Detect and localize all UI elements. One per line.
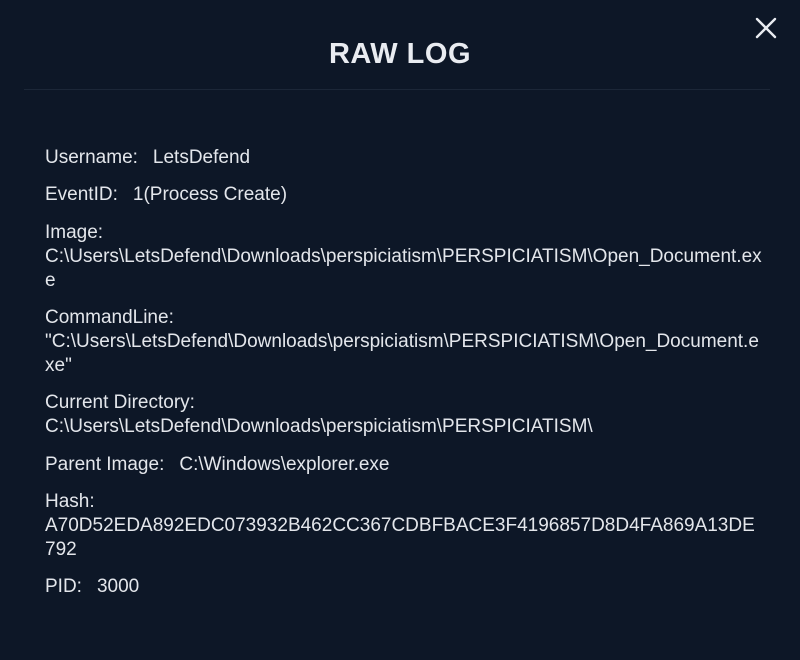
image-value: C:\Users\LetsDefend\Downloads\perspiciat… xyxy=(45,246,762,291)
pid-label: PID: xyxy=(45,576,82,597)
username-label: Username: xyxy=(45,147,138,168)
command-line-value: "C:\Users\LetsDefend\Downloads\perspicia… xyxy=(45,331,759,376)
log-row-pid: PID: 3000 xyxy=(45,575,765,599)
command-line-label: CommandLine: xyxy=(45,307,174,328)
username-value: LetsDefend xyxy=(152,147,251,168)
log-row-hash: Hash: A70D52EDA892EDC073932B462CC367CDBF… xyxy=(45,490,765,562)
current-directory-label: Current Directory: xyxy=(45,392,195,413)
pid-value: 3000 xyxy=(96,576,140,597)
log-row-image: Image: C:\Users\LetsDefend\Downloads\per… xyxy=(45,221,765,293)
image-label: Image: xyxy=(45,222,104,243)
close-icon xyxy=(755,17,777,39)
parent-image-label: Parent Image: xyxy=(45,454,165,475)
log-row-command-line: CommandLine: "C:\Users\LetsDefend\Downlo… xyxy=(45,306,765,378)
log-details: Username: LetsDefend EventID: 1(Process Cr… xyxy=(45,146,765,599)
log-row-event-id: EventID: 1(Process Create) xyxy=(45,183,765,207)
hash-label: Hash: xyxy=(45,491,95,512)
close-button[interactable] xyxy=(752,14,780,42)
log-row-username: Username: LetsDefend xyxy=(45,146,765,170)
current-directory-value: C:\Users\LetsDefend\Downloads\perspiciat… xyxy=(45,416,593,437)
event-id-value: 1(Process Create) xyxy=(132,184,288,205)
event-id-label: EventID: xyxy=(45,184,118,205)
log-row-current-directory: Current Directory: C:\Users\LetsDefend\D… xyxy=(45,391,765,439)
parent-image-value: C:\Windows\explorer.exe xyxy=(179,454,390,475)
title-divider xyxy=(24,89,770,90)
log-row-parent-image: Parent Image: C:\Windows\explorer.exe xyxy=(45,453,765,477)
modal-title: RAW LOG xyxy=(328,38,472,70)
hash-value: A70D52EDA892EDC073932B462CC367CDBFBACE3F… xyxy=(45,515,755,560)
